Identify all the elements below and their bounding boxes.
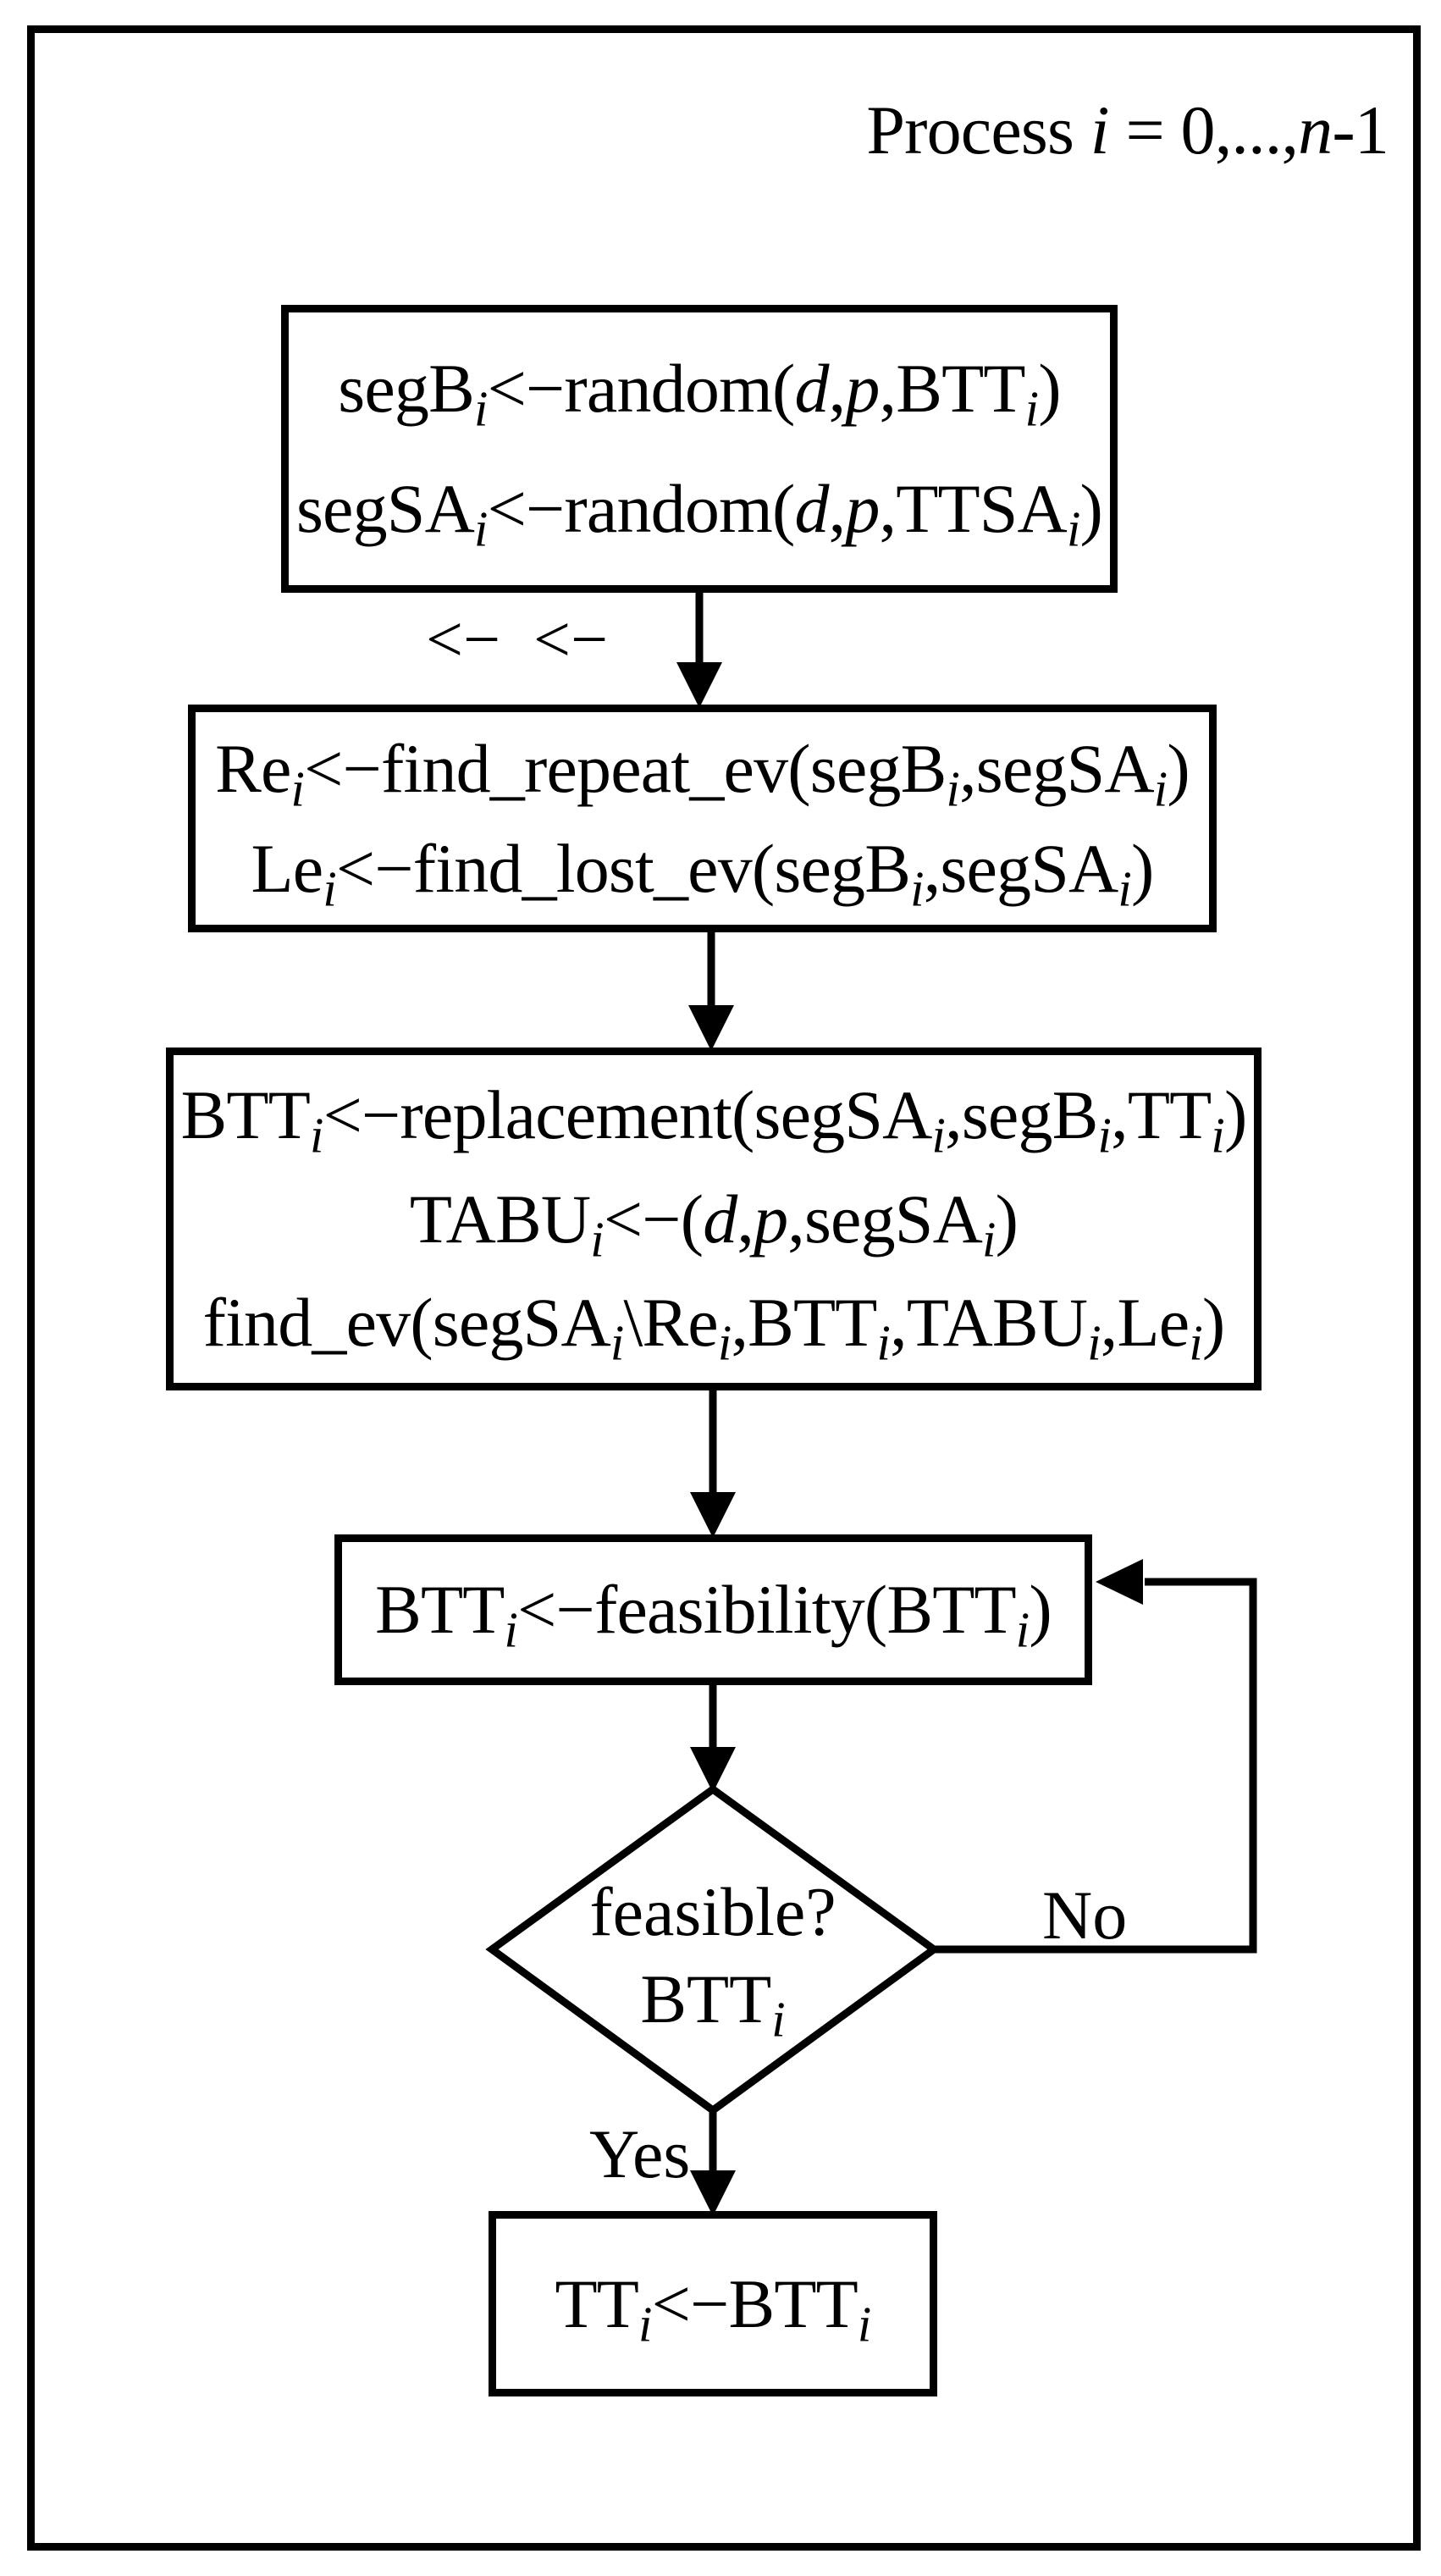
code-line: segBi<−random(d,p,BTTi): [338, 350, 1061, 437]
step-find-events: Rei<−find_repeat_ev(segBi,segSAi) Lei<−f…: [188, 705, 1217, 932]
no-label: No: [1042, 1877, 1128, 1954]
step-feasibility: BTTi<−feasibility(BTTi): [334, 1534, 1092, 1685]
decision-text: feasible? BTTi: [501, 1868, 925, 2048]
process-title: Process i = 0,...,n-1: [866, 91, 1389, 169]
flow-arrow-box2-box3: [688, 932, 734, 1051]
code-line: feasible?: [589, 1873, 836, 1950]
step-replacement-tabu: BTTi<−replacement(segSAi,segBi,TTi) TABU…: [166, 1048, 1262, 1390]
no-loop-connector: [934, 1559, 1257, 1954]
step-generate-random-segments: segBi<−random(d,p,BTTi) segSAi<−random(d…: [281, 305, 1118, 593]
step-assign-result: TTi<−BTTi: [489, 2211, 937, 2396]
code-line: find_ev(segSAi\Rei,BTTi,TABUi,Lei): [202, 1284, 1226, 1371]
process-frame: [27, 25, 1421, 2551]
flow-arrow-box4-decision: [690, 1685, 736, 1793]
code-line: TABUi<−(d,p,segSAi): [409, 1180, 1019, 1268]
code-line: Rei<−find_repeat_ev(segBi,segSAi): [215, 729, 1190, 817]
flow-arrow-box3-box4: [690, 1390, 736, 1538]
flow-arrow-decision-box5: [690, 2110, 736, 2216]
flow-arrow-box1-box2: [676, 593, 722, 708]
code-line: BTTi: [640, 1960, 786, 2048]
code-line: Lei<−find_lost_ev(segBi,segSAi): [251, 829, 1154, 917]
code-line: BTTi<−feasibility(BTTi): [375, 1571, 1052, 1658]
code-line: TTi<−BTTi: [555, 2264, 872, 2352]
code-line: BTTi<−replacement(segSAi,segBi,TTi): [180, 1076, 1248, 1164]
code-line: segSAi<−random(d,p,TTSAi): [295, 470, 1103, 557]
yes-label: Yes: [589, 2115, 691, 2192]
stray-arrow-marks: <− <−: [426, 602, 608, 676]
